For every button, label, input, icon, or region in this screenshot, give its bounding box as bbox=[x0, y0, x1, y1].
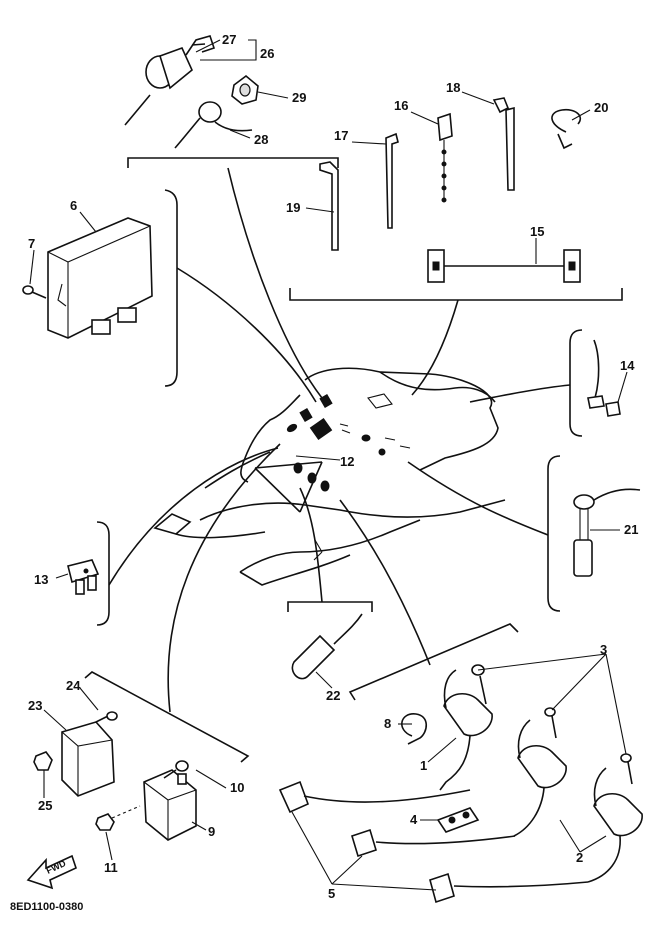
callout-29: 29 bbox=[292, 90, 306, 105]
rectifier-part-9 bbox=[143, 769, 197, 841]
callout-7: 7 bbox=[28, 236, 35, 251]
regulator-part-23 bbox=[61, 721, 115, 797]
callout-labels: 1 2 3 4 5 6 7 8 9 10 11 12 13 14 15 16 1… bbox=[28, 32, 638, 901]
callout-24: 24 bbox=[66, 678, 81, 693]
callout-13: 13 bbox=[34, 572, 48, 587]
cable-tie-part-18 bbox=[492, 97, 515, 191]
sender-part-21 bbox=[573, 488, 641, 577]
cable-tie-part-17 bbox=[385, 132, 399, 229]
condenser-part-22 bbox=[291, 613, 363, 680]
switch-part bbox=[174, 101, 253, 149]
bolt-part-10 bbox=[163, 760, 189, 779]
plug-caps-part-5 bbox=[278, 780, 589, 904]
callout-21: 21 bbox=[624, 522, 638, 537]
ecu-part bbox=[47, 217, 153, 339]
nut-part-11 bbox=[95, 805, 141, 831]
callout-10: 10 bbox=[230, 780, 244, 795]
harness-part-15 bbox=[427, 249, 581, 283]
sensor-part-14 bbox=[587, 339, 621, 417]
relay-part-13 bbox=[67, 559, 100, 595]
callout-27: 27 bbox=[222, 32, 236, 47]
nut-part-25 bbox=[33, 751, 53, 771]
leader-lines bbox=[108, 167, 571, 713]
callout-17: 17 bbox=[334, 128, 348, 143]
callout-9: 9 bbox=[208, 824, 215, 839]
callout-1: 1 bbox=[420, 758, 427, 773]
callout-lines bbox=[29, 39, 628, 891]
group-brackets bbox=[84, 157, 623, 763]
callout-5: 5 bbox=[328, 886, 335, 901]
callout-4: 4 bbox=[410, 812, 418, 827]
callout-19: 19 bbox=[286, 200, 300, 215]
callout-25: 25 bbox=[38, 798, 52, 813]
vehicle-body-outline bbox=[153, 367, 506, 586]
callout-20: 20 bbox=[594, 100, 608, 115]
callout-12: 12 bbox=[340, 454, 354, 469]
clamp-part-20 bbox=[551, 108, 582, 150]
callout-28: 28 bbox=[254, 132, 268, 147]
callout-8: 8 bbox=[384, 716, 391, 731]
callout-3: 3 bbox=[600, 642, 607, 657]
callout-14: 14 bbox=[620, 358, 635, 373]
diagram-code: 8ED1100-0380 bbox=[10, 901, 83, 913]
callout-2: 2 bbox=[576, 850, 583, 865]
callout-15: 15 bbox=[530, 224, 544, 239]
callout-22: 22 bbox=[326, 688, 340, 703]
nut-part bbox=[231, 74, 259, 105]
clip-part-4 bbox=[436, 807, 480, 833]
bolt-part-24 bbox=[95, 711, 118, 723]
callout-18: 18 bbox=[446, 80, 460, 95]
band-part-19 bbox=[319, 161, 339, 251]
main-switch-part bbox=[124, 35, 216, 126]
fwd-arrow-icon: FWD bbox=[26, 854, 77, 890]
callout-11: 11 bbox=[104, 860, 118, 875]
callout-6: 6 bbox=[70, 198, 77, 213]
bolt-part-7 bbox=[22, 285, 47, 299]
callout-23: 23 bbox=[28, 698, 42, 713]
callout-16: 16 bbox=[394, 98, 408, 113]
callout-26: 26 bbox=[260, 46, 274, 61]
ignition-coils-part bbox=[439, 669, 643, 883]
holder-part-16 bbox=[437, 112, 453, 203]
clamp-part-8 bbox=[401, 713, 428, 745]
